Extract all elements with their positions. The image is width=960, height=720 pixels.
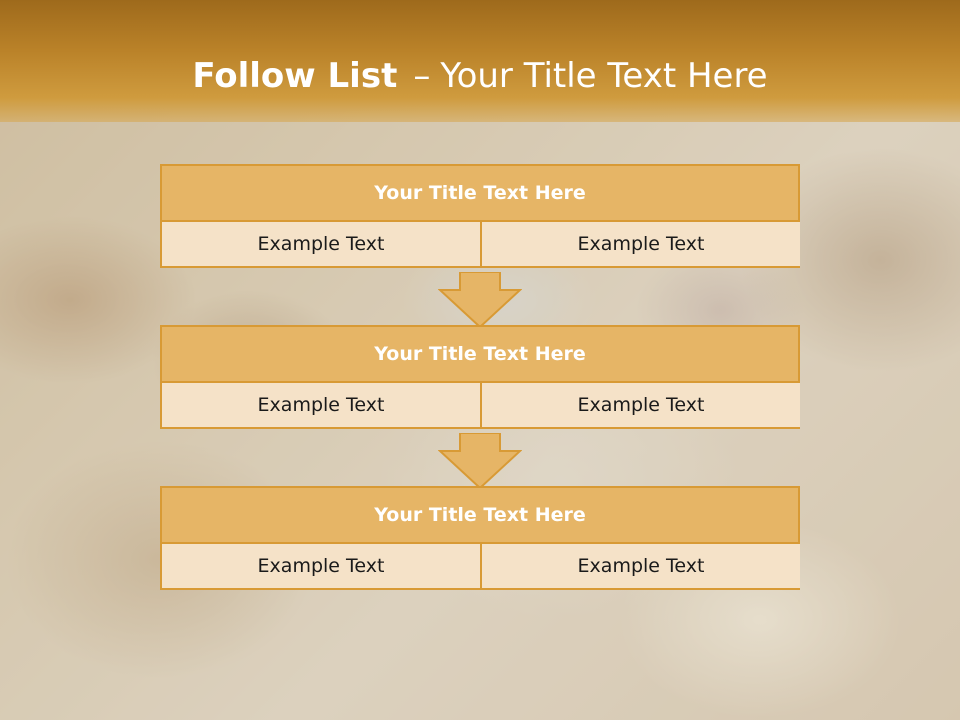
- step-card-2: Your Title Text Here Example Text Exampl…: [160, 325, 800, 429]
- step-cell-left: Example Text: [162, 222, 482, 266]
- step-card-3: Your Title Text Here Example Text Exampl…: [160, 486, 800, 590]
- title-bar: [0, 0, 960, 122]
- step-cell-right: Example Text: [482, 222, 800, 266]
- step-cell-right: Example Text: [482, 383, 800, 427]
- slide-title-dash: –: [413, 56, 431, 96]
- step-card-1: Your Title Text Here Example Text Exampl…: [160, 164, 800, 268]
- step-cell-right: Example Text: [482, 544, 800, 588]
- slide-title-rest: Your Title Text Here: [440, 56, 768, 96]
- step-title: Your Title Text Here: [162, 166, 798, 222]
- down-arrow-icon: [438, 272, 522, 328]
- step-title: Your Title Text Here: [162, 327, 798, 383]
- down-arrow-icon: [438, 433, 522, 489]
- slide-title-bold: Follow List: [192, 56, 398, 96]
- slide-title: Follow List–Your Title Text Here: [0, 55, 960, 97]
- step-cell-left: Example Text: [162, 383, 482, 427]
- step-cell-left: Example Text: [162, 544, 482, 588]
- step-title: Your Title Text Here: [162, 488, 798, 544]
